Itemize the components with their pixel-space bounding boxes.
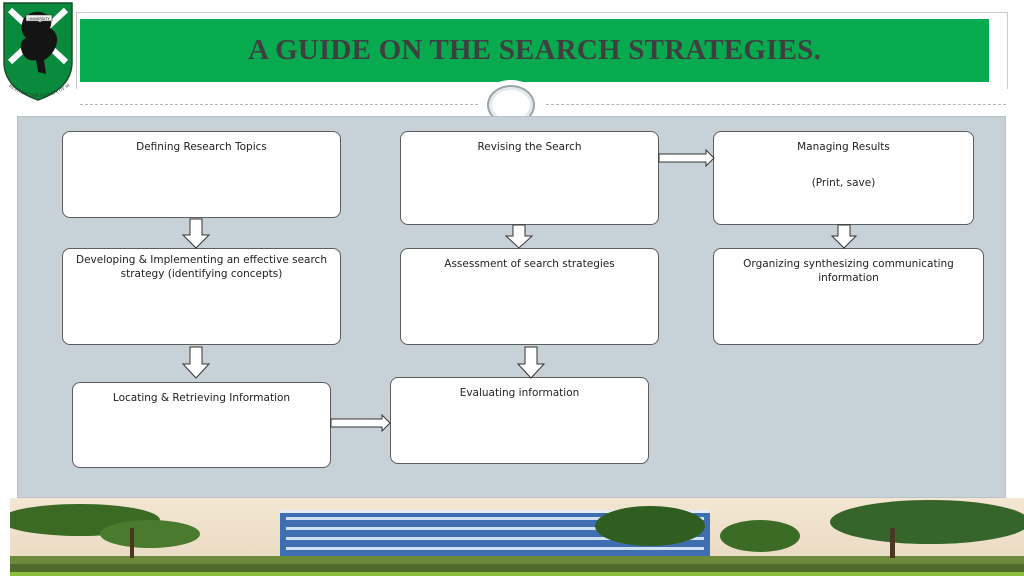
node-developing-strategy: Developing & Implementing an effective s… <box>62 248 341 345</box>
arrow-right-1 <box>330 414 391 432</box>
node-evaluating-information: Evaluating information <box>390 377 649 464</box>
arrow-up-1 <box>516 346 546 379</box>
campus-photo <box>10 498 1024 576</box>
arrow-down-2 <box>181 346 211 379</box>
title-bar: A GUIDE ON THE SEARCH STRATEGIES. <box>80 19 989 82</box>
crest-banner-text: UNIVERSITY <box>28 17 50 21</box>
arrow-up-2 <box>504 224 534 249</box>
node-revising-search: Revising the Search <box>400 131 659 225</box>
arrow-down-1 <box>181 218 211 249</box>
node-label: Defining Research Topics <box>136 141 267 153</box>
node-label: Assessment of search strategies <box>444 258 615 270</box>
node-assessment-strategies: Assessment of search strategies <box>400 248 659 345</box>
arrow-down-3 <box>830 224 858 249</box>
arrow-right-2 <box>658 149 715 167</box>
node-managing-results: Managing Results (Print, save) <box>713 131 974 225</box>
node-defining-research-topics: Defining Research Topics <box>62 131 341 218</box>
node-locating-retrieving: Locating & Retrieving Information <box>72 382 331 468</box>
divider-left <box>80 104 478 105</box>
node-label: Evaluating information <box>459 387 580 399</box>
node-label: Revising the Search <box>477 141 582 153</box>
page-title: A GUIDE ON THE SEARCH STRATEGIES. <box>248 34 821 66</box>
divider-right <box>546 104 1006 105</box>
node-organizing-information: Organizing synthesizing communicating in… <box>713 248 984 345</box>
node-label: Locating & Retrieving Information <box>112 392 291 404</box>
node-sublabel: (Print, save) <box>811 177 876 189</box>
university-crest-logo: UNIVERSITY TO RESTORE THE DIGNITY OF MAN <box>0 0 73 101</box>
node-label: Developing & Implementing an effective s… <box>75 254 327 280</box>
node-label: Organizing synthesizing communicating in… <box>743 258 954 284</box>
node-label: Managing Results <box>797 141 890 153</box>
header-frame <box>76 12 1008 89</box>
